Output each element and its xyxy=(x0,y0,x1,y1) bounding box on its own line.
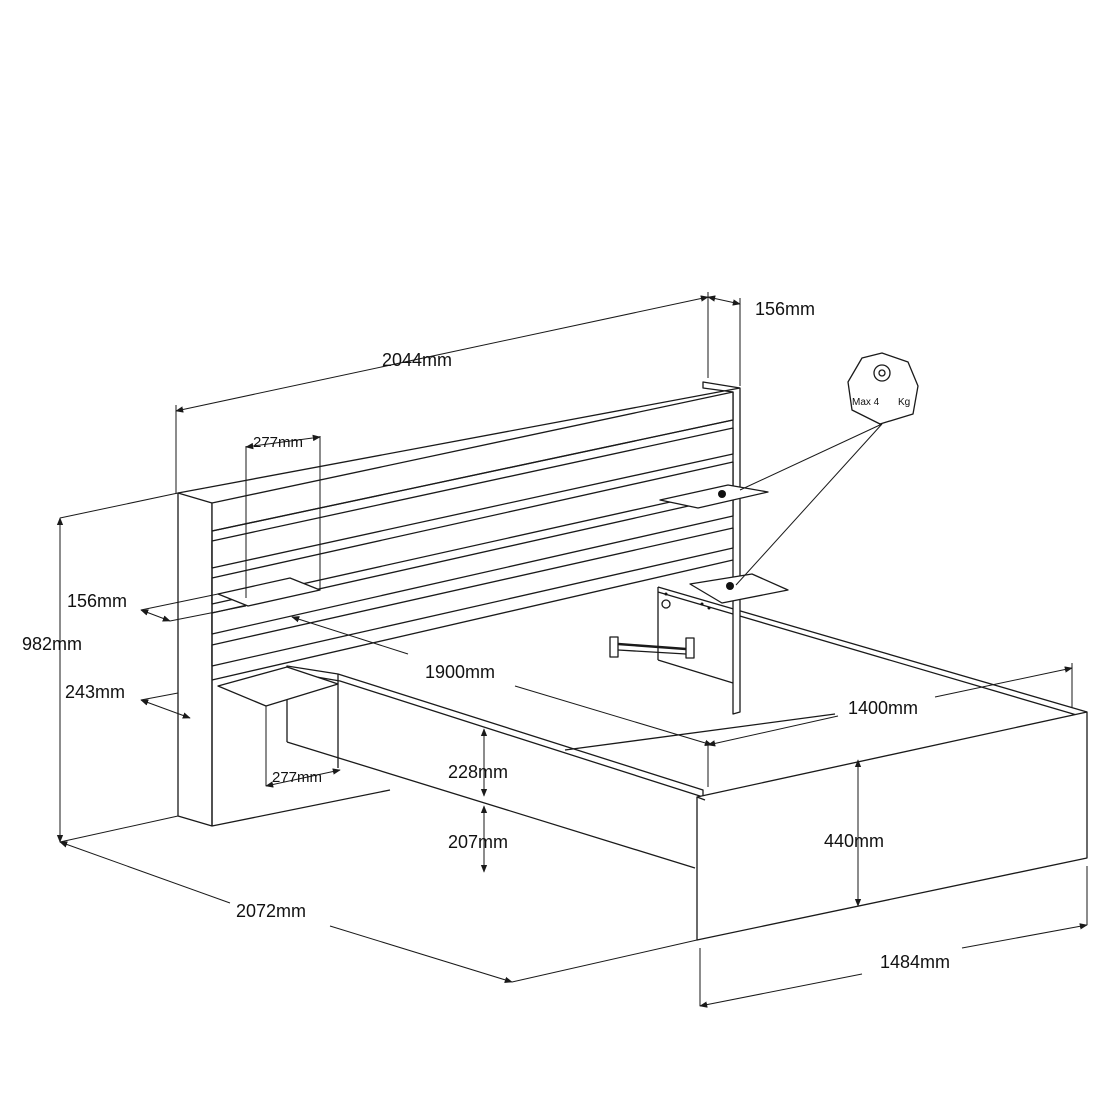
dimension-labels: 2044mm 156mm 277mm 156mm 982mm 243mm 190… xyxy=(22,299,950,972)
shelf-lower-left xyxy=(217,666,339,707)
dim-total-width: 1484mm xyxy=(880,952,950,972)
footboard xyxy=(696,711,1088,941)
dim-shelf-width-bottom: 277mm xyxy=(272,769,322,786)
dim-total-length: 2072mm xyxy=(236,901,306,921)
shelf-upper-right xyxy=(659,484,769,509)
shelf-lower-right xyxy=(689,573,789,604)
dim-shelf-low-offset: 243mm xyxy=(65,682,125,702)
dim-headboard-length: 2044mm xyxy=(382,350,452,370)
dim-mattress-width: 1400mm xyxy=(848,698,918,718)
load-badge: Max 4 Kg xyxy=(735,352,919,586)
dim-mattress-length: 1900mm xyxy=(425,662,495,682)
dim-total-height: 982mm xyxy=(22,634,82,654)
dim-frame-height: 228mm xyxy=(448,762,508,782)
shelves xyxy=(217,484,789,707)
headboard xyxy=(177,381,741,827)
bed-frame xyxy=(211,586,1088,941)
weight-icon xyxy=(847,352,919,425)
dim-shelf-width-top: 277mm xyxy=(253,434,303,451)
dimension-lines xyxy=(56,292,1088,1008)
dim-headboard-depth: 156mm xyxy=(755,299,815,319)
dim-clearance: 207mm xyxy=(448,832,508,852)
load-badge-unit: Kg xyxy=(898,397,910,408)
bracket-icon xyxy=(609,636,695,659)
dim-shelf-depth: 156mm xyxy=(67,591,127,611)
dim-footboard-height: 440mm xyxy=(824,831,884,851)
headboard-left-post xyxy=(177,492,213,827)
load-badge-max: Max 4 xyxy=(852,397,880,408)
